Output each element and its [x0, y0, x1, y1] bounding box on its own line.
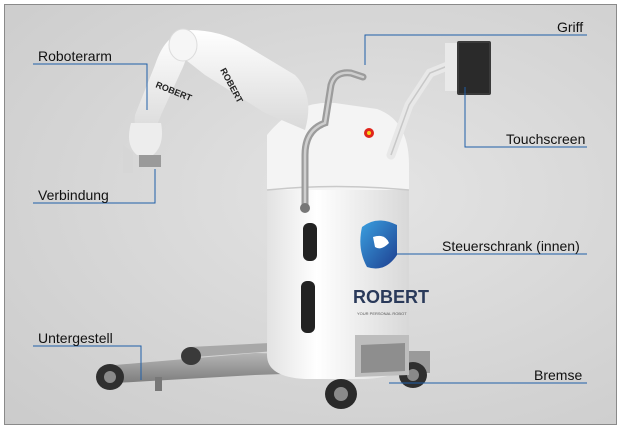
label-touchscreen: Touchscreen — [506, 131, 586, 147]
leader-verbindung — [33, 169, 156, 204]
figure-frame: ROBERT ROBERT ROBERT YOUR PERSONAL ROBOT… — [4, 4, 617, 425]
handle — [300, 69, 367, 213]
touchscreen-mount — [386, 41, 491, 160]
label-roboterarm: Roboterarm — [38, 48, 112, 64]
label-bremse: Bremse — [534, 367, 583, 383]
label-griff: Griff — [557, 19, 584, 35]
label-untergestell: Untergestell — [38, 330, 113, 346]
label-verbindung: Verbindung — [38, 187, 109, 203]
control-cabinet — [266, 102, 410, 379]
leader-untergestell — [33, 345, 142, 380]
cabinet-logo-tagline: YOUR PERSONAL ROBOT — [357, 311, 407, 316]
robot-illustration: ROBERT ROBERT ROBERT YOUR PERSONAL ROBOT — [33, 28, 587, 409]
leader-lines — [33, 34, 587, 384]
cabinet-logo-mark — [360, 220, 397, 269]
leader-roboterarm — [33, 63, 148, 110]
leader-griff — [364, 34, 587, 65]
label-steuerschrank: Steuerschrank (innen) — [442, 238, 580, 254]
leader-touchscreen — [464, 87, 587, 148]
cabinet-logo-text: ROBERT — [353, 287, 429, 307]
